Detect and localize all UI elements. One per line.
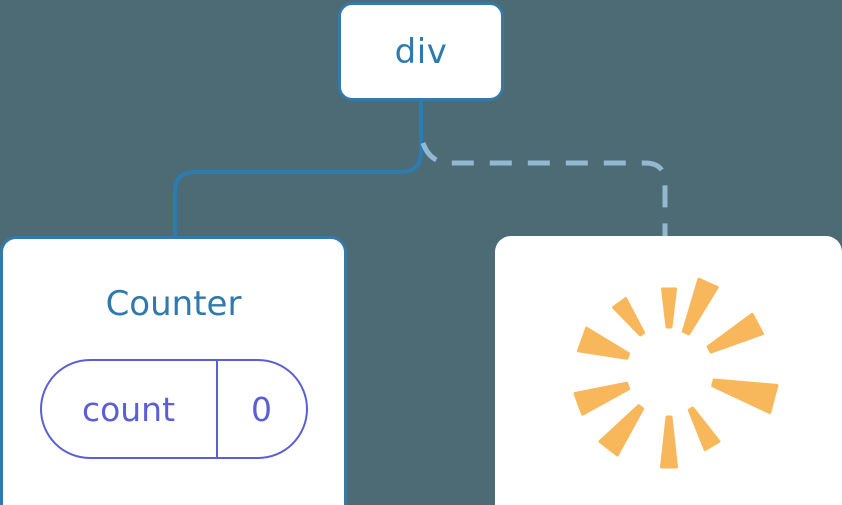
node-div[interactable]: div xyxy=(338,2,504,101)
sparkle-ray-2 xyxy=(661,287,677,329)
connector-root-to-sparkle xyxy=(420,142,668,236)
sparkle-ray-7 xyxy=(660,415,678,469)
sparkle-ray-10 xyxy=(706,312,764,354)
node-counter-title: Counter xyxy=(105,284,242,324)
node-sparkle[interactable] xyxy=(495,236,842,505)
node-counter[interactable]: Counter count 0 xyxy=(0,236,347,505)
sparkle-ray-3 xyxy=(612,297,646,337)
sparkle-ray-9 xyxy=(711,378,779,414)
connector-root-to-counter xyxy=(173,99,423,238)
node-div-label: div xyxy=(394,31,448,72)
state-pill-count[interactable]: count 0 xyxy=(39,359,308,459)
sparkle-ray-4 xyxy=(576,326,631,360)
sparkle-ray-1 xyxy=(681,277,719,336)
sparkle-ray-8 xyxy=(687,406,721,451)
state-pill-key: count xyxy=(42,361,218,457)
sparkle-ray-6 xyxy=(598,404,645,457)
sparkle-ray-5 xyxy=(573,381,631,416)
sparkle-burst-icon xyxy=(573,277,779,469)
state-pill-value: 0 xyxy=(251,389,272,429)
